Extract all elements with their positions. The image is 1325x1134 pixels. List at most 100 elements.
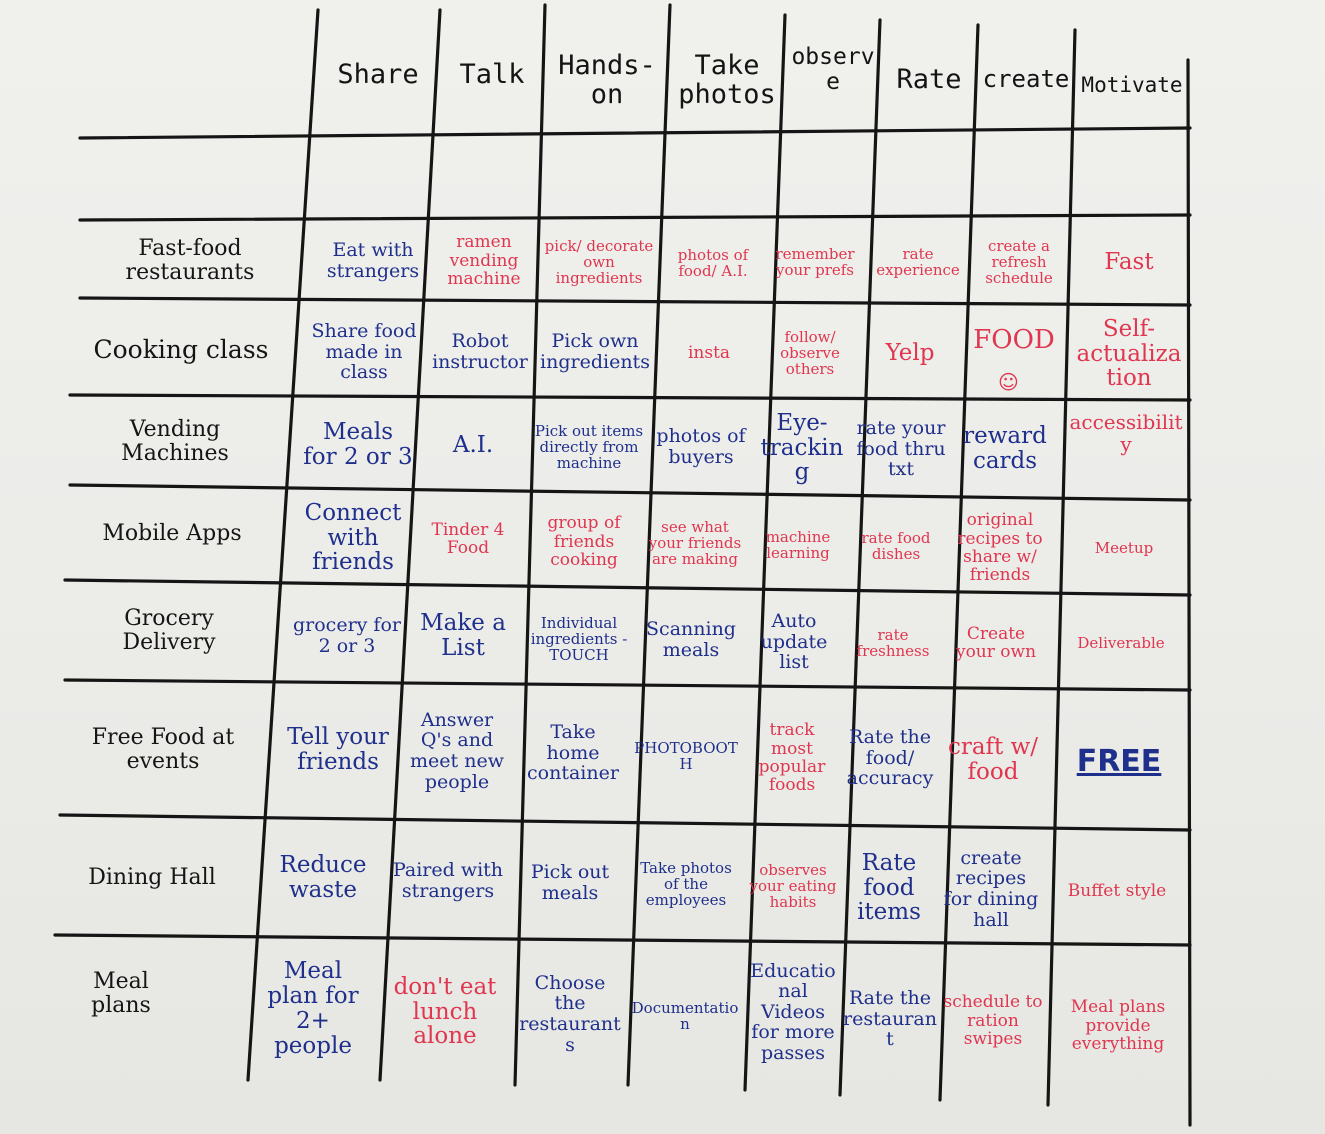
row-header-cooking-class: Cooking class <box>93 334 269 364</box>
cell-cooking-share: Share food made in class <box>311 320 417 384</box>
cell-dining-create: create recipes for dining hall <box>943 846 1039 931</box>
cell-grocery-motivate: Deliverable <box>1077 633 1165 652</box>
col-header-take-photos: Take photos <box>678 49 776 110</box>
cell-fast-food-observe: remember your prefs <box>775 244 855 279</box>
cell-dining-talk: Paired with strangers <box>392 859 504 902</box>
cell-cooking-talk: Robot instructor <box>432 330 528 373</box>
col-header-hands-on: Hands-on <box>558 49 656 110</box>
row-header-fast-food: Fast-food restaurants <box>125 236 255 285</box>
col-header-observe: observe <box>791 44 875 95</box>
grid-line-v7 <box>1046 28 1077 1107</box>
cell-vending-hands-on: Pick out items directly from machine <box>534 421 644 473</box>
cell-grocery-observe: Auto update list <box>760 610 828 674</box>
row-header-meal-plans: Meal plans <box>91 969 151 1018</box>
cell-cooking-observe: follow/ observe others <box>780 327 840 379</box>
cell-meal-plans-share: Meal plan for 2+ people <box>267 958 359 1059</box>
cell-dining-observe: observes your eating habits <box>749 860 837 912</box>
grid-line-h0 <box>78 126 1192 140</box>
cell-cooking-take-photos: insta <box>687 342 731 363</box>
cell-mobile-rate: rate food dishes <box>861 528 931 563</box>
cell-mobile-take-photos: see what your friends are making <box>648 517 742 569</box>
cell-vending-share: Meals for 2 or 3 <box>303 419 413 470</box>
cell-meal-plans-motivate: Meal plans provide everything <box>1070 997 1166 1055</box>
cell-free-food-talk: Answer Q's and meet new people <box>410 708 504 793</box>
row-header-grocery-delivery: Grocery Delivery <box>122 606 216 655</box>
cell-meal-plans-talk: don't eat lunch alone <box>393 973 497 1050</box>
cell-grocery-share: grocery for 2 or 3 <box>293 614 401 657</box>
grid-line-v5 <box>838 18 882 1097</box>
grid-line-v3 <box>626 3 672 1087</box>
cell-free-food-create: craft w/ food <box>947 734 1039 785</box>
cell-meal-plans-hands-on: Choose the restaurants <box>519 971 621 1056</box>
grid-line-v2 <box>513 3 547 1087</box>
cell-vending-observe: Eye-tracking <box>760 409 844 486</box>
cell-dining-rate: Rate food items <box>857 849 921 926</box>
col-header-create: create <box>982 65 1070 94</box>
cell-fast-food-motivate: Fast <box>1104 248 1154 275</box>
cell-dining-share: Reduce waste <box>279 852 367 903</box>
cell-fast-food-hands-on: pick/ decorate own ingredients <box>544 236 654 288</box>
grid-line-h2 <box>78 296 1192 307</box>
cell-vending-talk: A.I. <box>452 431 494 458</box>
grid-line-h4 <box>68 483 1192 502</box>
cell-cooking-create: FOOD <box>973 324 1055 355</box>
cell-mobile-create: original recipes to share w/ friends <box>957 510 1043 586</box>
cell-grocery-rate: rate freshness <box>856 625 930 660</box>
cell-meal-plans-observe: Educational Videos for more passes <box>750 959 836 1064</box>
grid-line-v1 <box>378 8 442 1082</box>
cell-grocery-create: Create your own <box>955 623 1037 662</box>
cell-grocery-hands-on: Individual ingredients -TOUCH <box>530 613 628 665</box>
cell-cooking-hands-on: Pick own ingredients <box>540 330 650 373</box>
grid-line-v8 <box>1186 58 1192 1127</box>
cell-fast-food-take-photos: photos of food/ A.I. <box>677 245 749 280</box>
cell-fast-food-rate: rate experience <box>876 244 960 279</box>
grid-line-v4 <box>743 13 787 1092</box>
smiley-face-icon: ☺ <box>998 370 1019 394</box>
row-header-mobile-apps: Mobile Apps <box>102 521 242 547</box>
col-header-motivate: Motivate <box>1081 72 1183 97</box>
grid-line-v0 <box>246 8 320 1082</box>
cell-meal-plans-create: schedule to ration swipes <box>943 992 1043 1050</box>
cell-vending-rate: rate your food thru txt <box>856 417 946 481</box>
cell-mobile-share: Connect with friends <box>304 499 402 576</box>
grid-line-h8 <box>53 933 1192 947</box>
cell-dining-take-photos: Take photos of the employees <box>640 858 732 910</box>
row-header-vending-machines: Vending Machines <box>121 417 229 466</box>
cell-free-food-motivate: FREE <box>1076 743 1162 779</box>
col-header-share: Share <box>337 59 419 91</box>
cell-fast-food-create: create a refresh schedule <box>985 236 1053 288</box>
cell-mobile-motivate: Meetup <box>1094 538 1154 557</box>
cell-free-food-hands-on: Take home container <box>527 721 619 785</box>
cell-dining-hands-on: Pick out meals <box>530 861 610 904</box>
cell-fast-food-talk: ramen vending machine <box>447 232 521 290</box>
cell-mobile-hands-on: group of friends cooking <box>547 513 621 571</box>
cell-fast-food-share: Eat with strangers <box>326 239 420 282</box>
cell-meal-plans-take-photos: Documentation <box>631 998 739 1033</box>
grid-line-h7 <box>58 813 1192 832</box>
col-header-talk: Talk <box>459 59 525 91</box>
row-header-free-food: Free Food at events <box>91 725 235 774</box>
cell-free-food-rate: Rate the food/ accuracy <box>846 726 934 790</box>
grid-line-h3 <box>68 393 1192 402</box>
cell-dining-motivate: Buffet style <box>1067 880 1167 901</box>
cell-free-food-share: Tell your friends <box>287 724 389 775</box>
cell-vending-create: reward cards <box>963 423 1047 474</box>
cell-cooking-motivate: Self-actualization <box>1076 315 1182 392</box>
col-header-rate: Rate <box>896 64 962 96</box>
cell-vending-motivate: accessibility <box>1069 410 1183 456</box>
cell-mobile-observe: machine learning <box>765 527 831 562</box>
grid-line-h1 <box>78 213 1192 222</box>
cell-free-food-take-photos: PHOTOBOOTH <box>634 738 738 773</box>
cell-grocery-take-photos: Scanning meals <box>646 618 736 661</box>
cell-cooking-rate: Yelp <box>885 339 935 366</box>
grid-line-v6 <box>938 23 980 1102</box>
grid-line-h6 <box>63 678 1192 692</box>
cell-mobile-talk: Tinder 4 Food <box>431 519 505 558</box>
cell-free-food-observe: track most popular foods <box>758 720 826 796</box>
cell-grocery-talk: Make a List <box>420 610 506 661</box>
row-header-dining-hall: Dining Hall <box>88 865 216 891</box>
cell-meal-plans-rate: Rate the restaurant <box>843 987 937 1051</box>
cell-vending-take-photos: photos of buyers <box>656 425 746 468</box>
